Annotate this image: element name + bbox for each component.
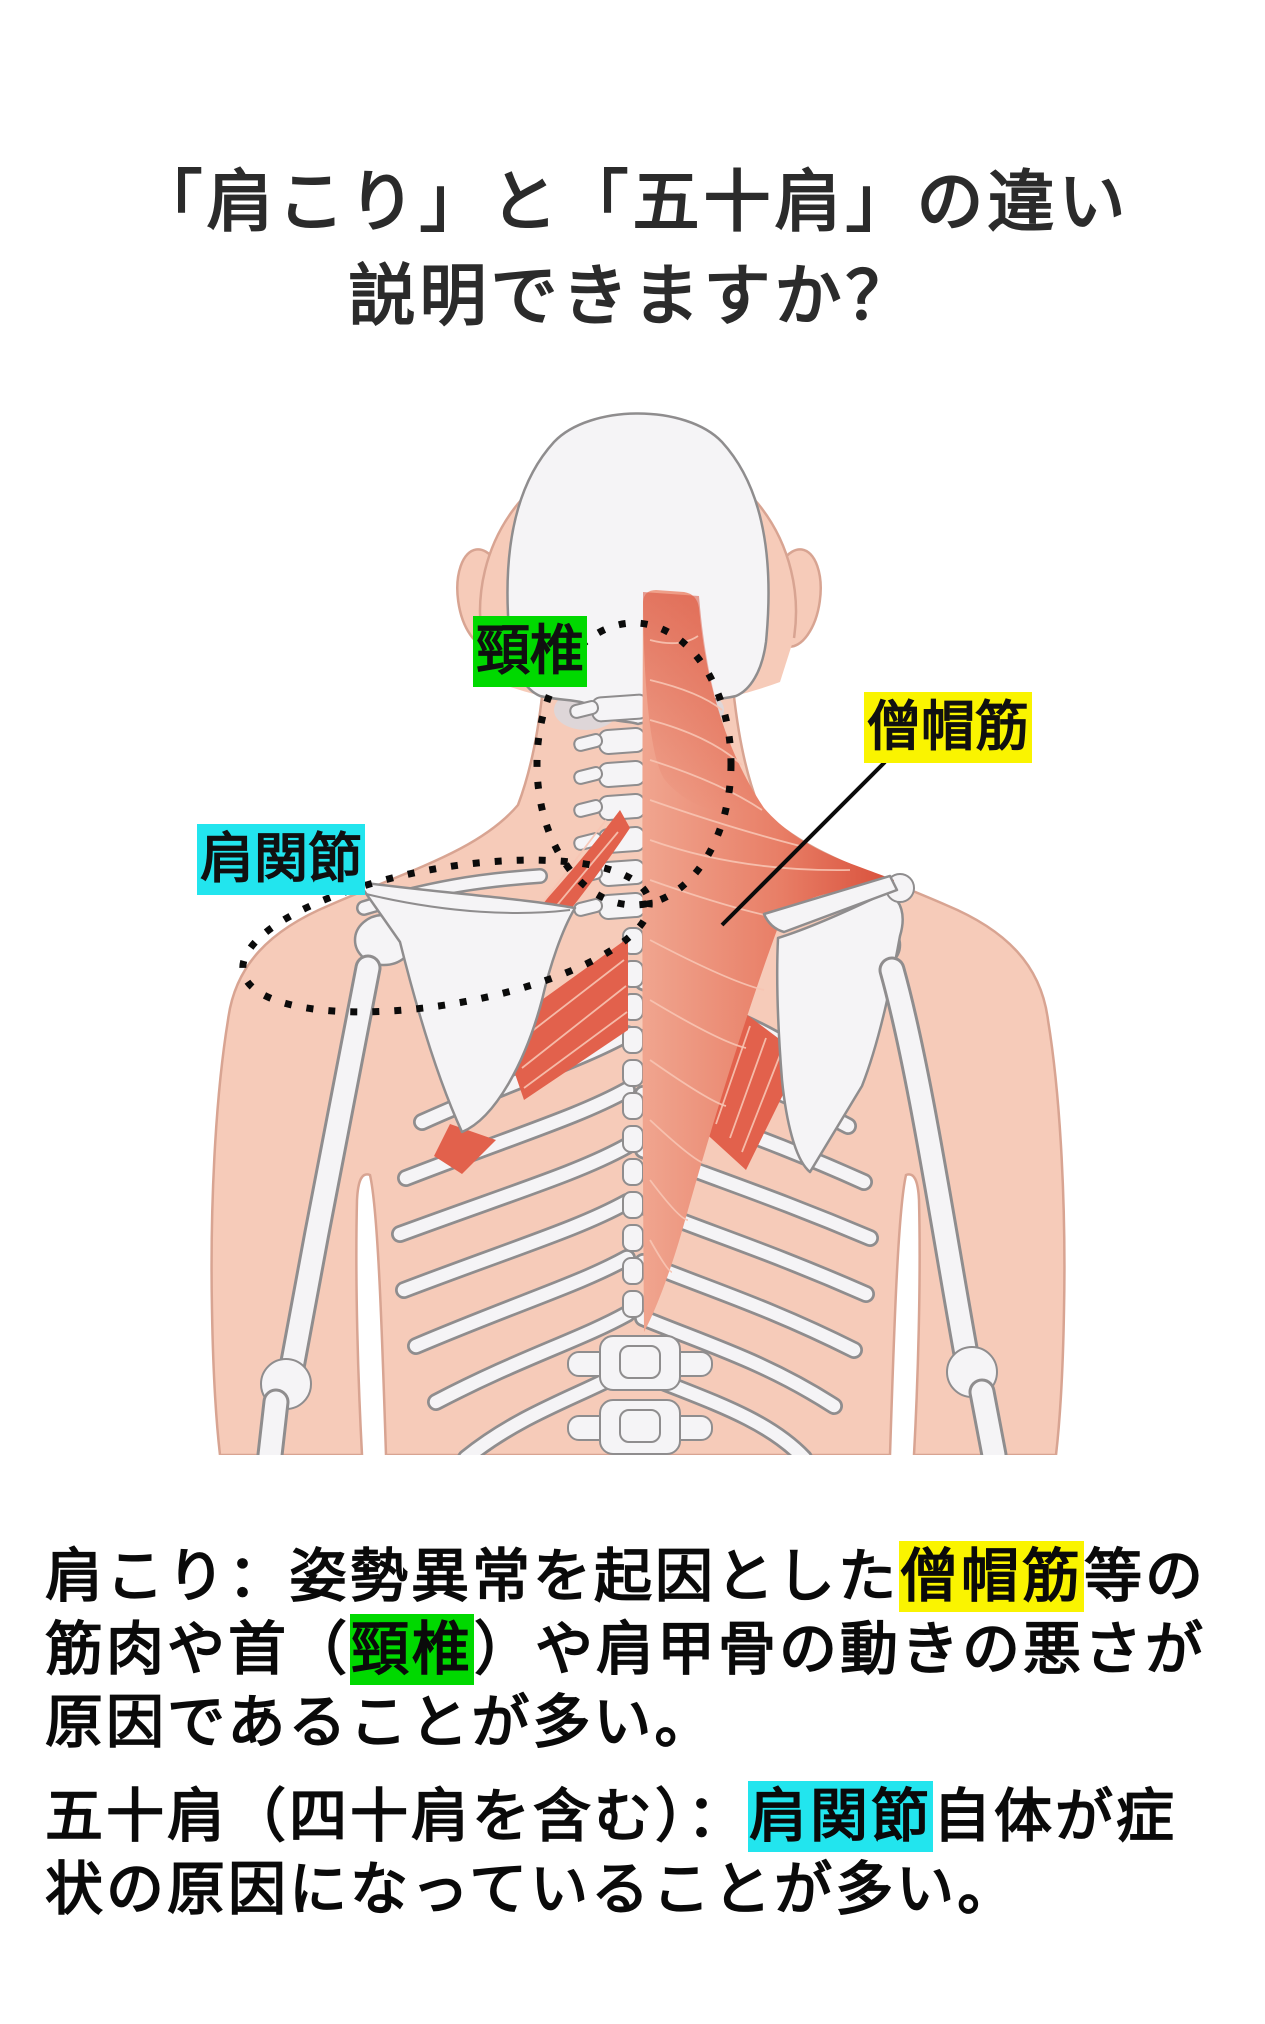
label-trapezius: 僧帽筋 — [864, 692, 1032, 763]
description: 肩こり：姿勢異常を起因とした僧帽筋等の筋肉や首（頸椎）や肩甲骨の動きの悪さが原因… — [45, 1540, 1230, 1926]
scapula-left — [356, 880, 577, 1134]
page-title-line2: 説明できますか？ — [348, 259, 917, 334]
trapezius-muscle — [642, 590, 894, 1332]
annotations — [239, 619, 887, 1016]
lumbar-vertebrae — [567, 1335, 713, 1455]
p1-text: 等の筋肉や首（ — [45, 1544, 1207, 1682]
cervical-dotted-ellipse — [533, 619, 735, 909]
p1-highlight-cervical: 頸椎 — [350, 1614, 475, 1685]
p1-text: ）や肩甲骨の動きの悪さが原因であることが多い。 — [45, 1617, 1207, 1755]
label-shoulder-joint: 肩関節 — [197, 824, 365, 895]
scapular-spine-right — [762, 874, 899, 934]
p2-highlight-shoulder-joint: 肩関節 — [748, 1781, 934, 1852]
trapezius-pointer-line — [720, 760, 887, 927]
paragraph-katakori: 肩こり：姿勢異常を起因とした僧帽筋等の筋肉や首（頸椎）や肩甲骨の動きの悪さが原因… — [45, 1540, 1230, 1759]
page-title-line1: 「肩こり」と「五十肩」の違い — [135, 165, 1130, 240]
anatomy-illustration — [210, 412, 1066, 1455]
paragraph-gojukata: 五十肩（四十肩を含む）：肩関節自体が症状の原因になっていることが多い。 — [45, 1780, 1230, 1926]
shoulder-dotted-ellipse — [239, 856, 653, 1016]
p2-text: 自体が症状の原因になっていることが多い。 — [45, 1784, 1178, 1922]
p1-text: 肩こり：姿勢異常を起因とした — [45, 1544, 900, 1609]
deep-muscles-left — [434, 810, 630, 1174]
page-title: 「肩こり」と「五十肩」の違い 説明できますか？ — [0, 156, 1265, 344]
humerus-right — [878, 956, 1008, 1455]
label-cervical-spine: 頸椎 — [473, 616, 587, 687]
anatomy-figure — [150, 380, 1110, 1510]
thoracic-spine — [622, 927, 644, 1318]
scapular-spine-left — [365, 893, 571, 914]
humerus-left — [256, 954, 382, 1455]
p1-highlight-trapezius: 僧帽筋 — [899, 1541, 1085, 1612]
p2-text: 五十肩（四十肩を含む）： — [45, 1784, 749, 1849]
